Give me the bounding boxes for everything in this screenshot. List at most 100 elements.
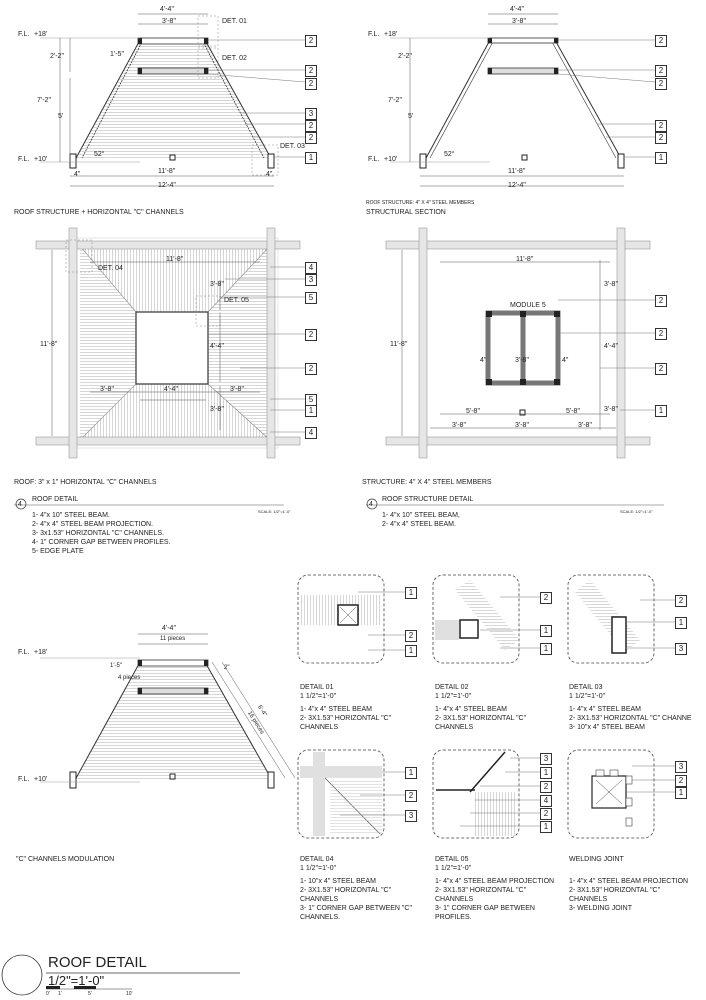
dim-3-8: 3'-8" (515, 422, 529, 429)
list-item: 1- 4"x 4" STEEL BEAM PROJECTION (435, 878, 555, 885)
elevation-2-caption: STRUCTURAL SECTION (366, 209, 446, 216)
detail-scale: 1 1/2"=1'-0" (300, 865, 337, 872)
elevation-structural-section (390, 13, 656, 187)
dim-3-8: 3'-8" (515, 357, 529, 364)
dim-4-4: 4'-4" (164, 386, 178, 393)
scale-label: SCALE: 1/2"=1'-0" (258, 509, 291, 514)
pieces-11: 11 pieces (160, 636, 186, 642)
tag-box: 4 (540, 795, 552, 807)
tag-box: 4 (305, 427, 317, 439)
dim-5: 5' (58, 113, 64, 120)
tag-box: 1 (655, 405, 667, 417)
detail-scale: 1 1/2"=1'-0" (569, 693, 606, 700)
module-label: MODULE 5 (510, 302, 546, 309)
list-item: 2- 3X1.53" HORIZONTAL "C" (435, 715, 527, 722)
detail-03-legend: DETAIL 03 1 1/2"=1'-0" 1- 4"x 4" STEEL B… (569, 683, 705, 732)
list-item: 2- 3X1.53" HORIZONTAL "C" (300, 715, 392, 722)
det-02-label: DET. 02 (222, 55, 247, 62)
tag-box: 2 (540, 592, 552, 604)
sheet-title-block (1, 954, 240, 996)
list-item: CHANNELS (300, 896, 339, 903)
list-item: 3- WELDING JOINT (569, 905, 633, 912)
tag-box: 2 (305, 35, 317, 47)
tag-box: 3 (405, 810, 417, 822)
dim-3-8: 3'-8" (210, 281, 224, 288)
tag-box: 2 (655, 35, 667, 47)
elevation-roof-structure (40, 13, 306, 187)
list-item: 2- 3X1.53" HORIZONTAL "C" CHANNE (569, 715, 692, 722)
dim-4-4: 4'-4" (510, 6, 524, 13)
roof-detail-items: 1- 4"x 10" STEEL BEAM. 2- 4"x 4" STEEL B… (32, 511, 171, 556)
list-item: 1- 4"x 10" STEEL BEAM. (32, 512, 110, 519)
detail-title: WELDING JOINT (569, 856, 624, 863)
section-number: 4 (18, 501, 22, 508)
dim-2-2: 2'-2" (50, 53, 64, 60)
dim-11-8: 11'-8" (508, 168, 526, 175)
tag-box: 2 (305, 329, 317, 341)
det-03-label: DET. 03 (280, 143, 305, 150)
dim-3-8: 3'-8" (100, 386, 114, 393)
dim-52: 52° (444, 151, 455, 158)
elevation-1-caption: ROOF STRUCTURE + HORIZONTAL "C" CHANNELS (14, 209, 184, 216)
level-top: +18' (34, 649, 48, 656)
dim-7-2: 7'-2" (388, 97, 402, 104)
pieces-4: 4 pieces (118, 675, 141, 681)
tag-box: 1 (405, 767, 417, 779)
detail-frames (297, 574, 675, 839)
dim-11-8: 11'-8" (40, 341, 58, 348)
detail-title: DETAIL 03 (569, 684, 603, 691)
tag-box: 3 (305, 274, 317, 286)
tag-box: 2 (540, 808, 552, 820)
tag-box: 3 (305, 108, 317, 120)
tag-box: 5 (305, 292, 317, 304)
detail-title: DETAIL 04 (300, 856, 334, 863)
list-item: 2- 3X1.53" HORIZONTAL "C" (300, 887, 392, 894)
tag-box: 2 (655, 65, 667, 77)
dim-4-4: 4'-4" (160, 6, 174, 13)
dim-2: 2" (224, 665, 230, 671)
tag-box: 3 (540, 753, 552, 765)
list-item: 3- 10"x 4" STEEL BEAM (569, 724, 645, 731)
level-bottom: +10' (34, 776, 48, 783)
list-item: CHANNELS (435, 896, 474, 903)
dim-7-2: 7'-2" (37, 97, 51, 104)
fl-label: F.L. (18, 156, 30, 163)
tag-box: 2 (655, 132, 667, 144)
roof-detail-title: ROOF DETAIL (32, 496, 79, 503)
tag-box: 2 (655, 78, 667, 90)
det-04-label: DET. 04 (98, 265, 123, 272)
scale-tick: 5' (88, 991, 92, 997)
dim-52: 52° (94, 151, 105, 158)
list-item: 2- 4"x 4" STEEL BEAM PROJECTION. (32, 521, 154, 528)
dim-4: 4" (266, 171, 273, 178)
list-item: CHANNELS (300, 724, 339, 731)
list-item: CHANNELS (435, 724, 474, 731)
list-item: 2- 3X1.53" HORIZONTAL "C" (435, 887, 527, 894)
detail-title: DETAIL 02 (435, 684, 469, 691)
tag-box: 2 (655, 120, 667, 132)
dim-3-8: 3'-8" (512, 18, 526, 25)
detail-04-legend: DETAIL 04 1 1/2"=1'-0" 1- 10"x 4" STEEL … (300, 855, 412, 922)
fl-label: F.L. (18, 776, 30, 783)
detail-title: DETAIL 01 (300, 684, 334, 691)
list-item: PROFILES. (435, 914, 472, 921)
detail-05-legend: DETAIL 05 1 1/2"=1'-0" 1- 4"x 4" STEEL B… (435, 855, 554, 922)
dim-3-8: 3'-8" (604, 281, 618, 288)
elevation-2-note: ROOF STRUCTURE: 4" X 4" STEEL MEMBERS (366, 200, 475, 206)
detail-scale: 1 1/2"=1'-0" (300, 693, 337, 700)
tag-box: 1 (675, 617, 687, 629)
dim-5-8: 5'-8" (466, 408, 480, 415)
tag-box: 1 (540, 643, 552, 655)
list-item: 5- EDGE PLATE (32, 548, 84, 555)
tag-box: 4 (305, 262, 317, 274)
list-item: 3- 1" CORNER GAP BETWEEN "C" (300, 905, 412, 912)
sheet-scale: 1/2"=1'-0" (48, 973, 105, 988)
detail-scale: 1 1/2"=1'-0" (435, 693, 472, 700)
level-bottom: +10' (34, 156, 48, 163)
dim-11-8: 11'-8" (516, 256, 534, 263)
dim-5-8: 5'-8" (566, 408, 580, 415)
dim-3-8: 3'-8" (210, 406, 224, 413)
tag-box: 2 (305, 132, 317, 144)
fl-label: F.L. (368, 31, 380, 38)
